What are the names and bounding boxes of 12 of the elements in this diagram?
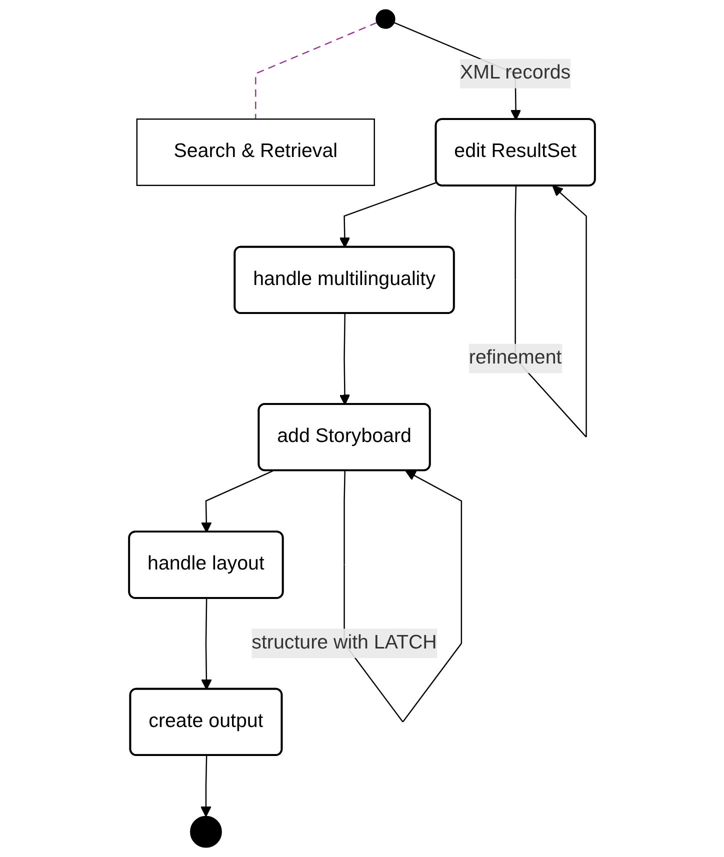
arrow [339,314,350,406]
arrow [201,598,212,690]
node-circle [190,816,222,848]
edge-label: refinement [468,347,562,368]
edge-label: structure with LATCH [252,632,437,654]
node-circle [376,9,396,29]
node-box: Search & Retrieval [136,118,375,186]
connector [255,22,378,120]
arrow [339,182,438,248]
edge-label: XML records [460,62,571,84]
arrow [200,756,212,817]
arrow [200,470,274,533]
